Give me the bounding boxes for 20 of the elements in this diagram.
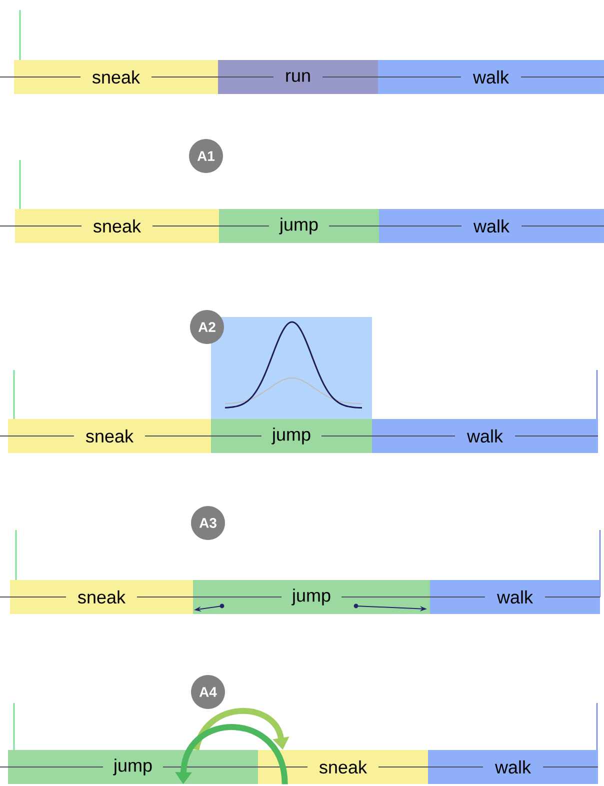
timeline-segment: sneak (10, 580, 193, 614)
timeline-segment: walk (372, 419, 598, 453)
step-badge: A2 (190, 310, 224, 344)
step-badge: A1 (189, 139, 223, 173)
step-badge: A3 (191, 506, 225, 540)
timeline-segment: jump (8, 750, 258, 784)
timeline-segment: walk (430, 580, 600, 614)
timeline-segment: run (218, 60, 378, 94)
timeline-segment: walk (428, 750, 598, 784)
timeline-segment: walk (378, 60, 604, 94)
step-badge: A4 (191, 675, 225, 709)
timeline-segment: sneak (258, 750, 428, 784)
timeline-segment: jump (211, 419, 372, 453)
timeline-segment: walk (379, 209, 604, 243)
timeline-segment: sneak (15, 209, 219, 243)
timeline-segment: sneak (14, 60, 218, 94)
timeline-segment: jump (219, 209, 379, 243)
timeline-segment: jump (193, 580, 430, 614)
timeline-segment: sneak (8, 419, 211, 453)
curved-arrow (193, 708, 290, 751)
